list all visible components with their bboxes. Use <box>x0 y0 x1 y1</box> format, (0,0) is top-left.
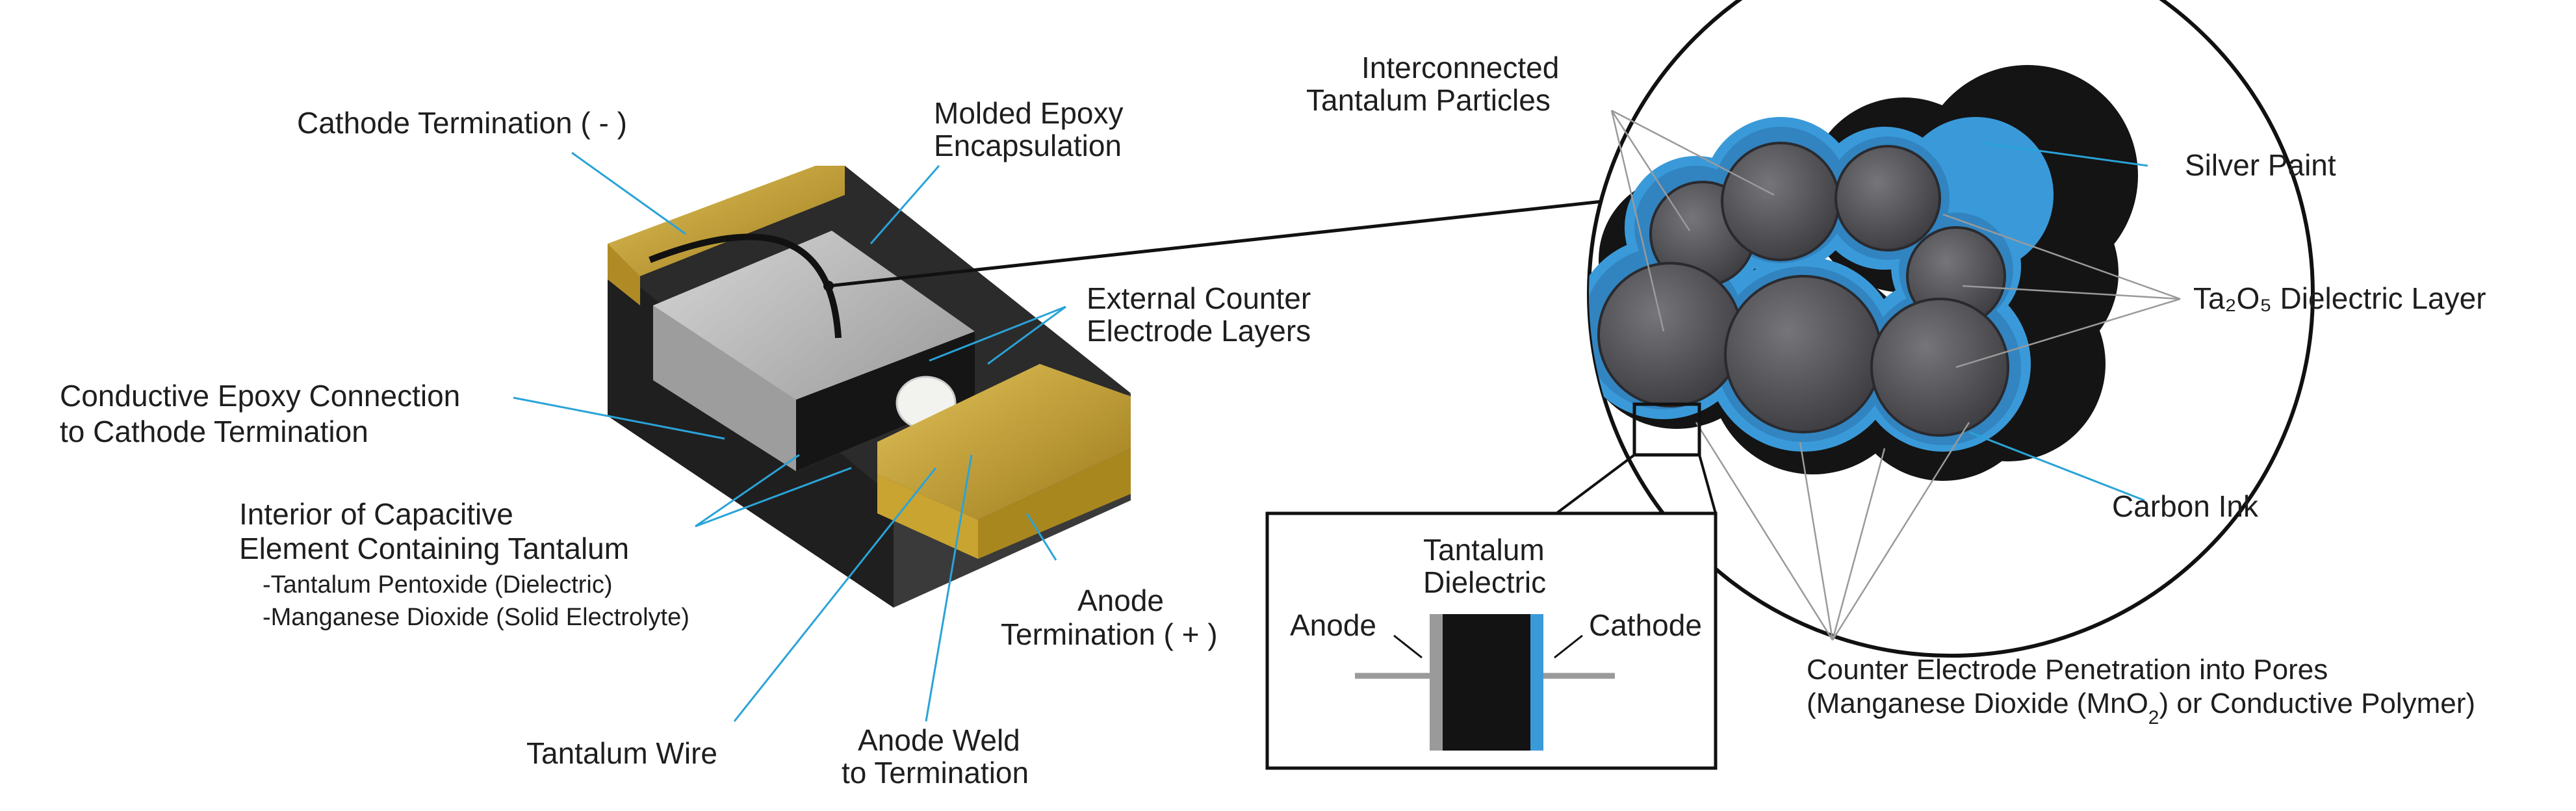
magnify-connector <box>828 200 1603 288</box>
particle <box>1721 142 1840 261</box>
particle <box>1870 298 2009 437</box>
capacitor-leaders <box>513 151 1603 722</box>
label-dielectric-layer: Ta₂O₅ Dielectric Layer <box>2193 281 2486 315</box>
inset-anode-arrow <box>1393 634 1423 659</box>
label-anode-termination-2: Termination ( + ) <box>1001 617 1218 651</box>
label-molded-epoxy-2: Encapsulation <box>934 129 1122 162</box>
capacitive-element-side <box>653 305 796 471</box>
leader-counter-2 <box>1799 441 1834 641</box>
leader-counter-3 <box>1831 448 1886 641</box>
label-interior-2: Element Containing Tantalum <box>239 532 629 565</box>
label-inset-dielectric: Dielectric <box>1423 565 1546 599</box>
zoom-source-box <box>1632 402 1701 457</box>
leader-external-counter-2 <box>987 305 1066 365</box>
cathode-termination-side <box>608 244 640 305</box>
inset-cathode-strip <box>1530 614 1543 751</box>
conductive-strip <box>649 233 842 339</box>
label-external-counter-1: External Counter <box>1087 281 1311 315</box>
anode-termination-front <box>978 448 1131 559</box>
leader-counter-1 <box>1695 422 1834 641</box>
zoom-line-right <box>1698 454 1717 514</box>
leader-anode-termination <box>1025 513 1057 561</box>
labels: Cathode Termination ( - ) Molded Epoxy E… <box>60 51 2486 790</box>
label-anode-termination-1: Anode <box>1077 584 1164 617</box>
label-interconnected-1: Interconnected <box>1361 51 1559 84</box>
leader-external-counter-1 <box>929 305 1066 362</box>
label-tantalum-wire: Tantalum Wire <box>526 736 717 770</box>
leader-interconnected-3 <box>1610 110 1665 332</box>
leader-interior-2 <box>695 467 852 528</box>
leader-anode-weld <box>925 454 973 722</box>
leader-dielectric-3 <box>1955 298 2181 368</box>
label-conductive-epoxy-1: Conductive Epoxy Connection <box>60 379 460 413</box>
label-anode-weld-1: Anode Weld <box>858 723 1020 757</box>
leader-molded-epoxy <box>869 165 940 244</box>
particle <box>1724 275 1883 433</box>
label-cathode-termination: Cathode Termination ( - ) <box>297 106 627 140</box>
label-counter-penetration-1: Counter Electrode Penetration into Pores <box>1807 654 2328 686</box>
label-carbon-ink: Carbon Ink <box>2112 489 2259 523</box>
label-silver-paint: Silver Paint <box>2185 148 2336 182</box>
leader-interior-1 <box>695 454 800 528</box>
leader-interconnected-2 <box>1611 109 1775 196</box>
particle <box>1597 262 1743 407</box>
leader-conductive-epoxy <box>513 396 725 440</box>
leader-carbon-ink <box>1968 431 2145 502</box>
leader-tantalum-wire <box>733 467 937 722</box>
label-inset-tantalum: Tantalum <box>1423 533 1545 567</box>
particle <box>1835 145 1941 251</box>
leader-silver-paint <box>1981 142 2148 167</box>
leader-interconnected-1 <box>1610 110 1691 231</box>
capacitive-element-layers <box>796 331 975 471</box>
inset-tantalum-block <box>1443 614 1530 751</box>
label-interconnected-2: Tantalum Particles <box>1306 83 1551 117</box>
capacitor-cutaway <box>608 166 1131 608</box>
circle-leaders <box>1610 109 2181 641</box>
label-external-counter-2: Electrode Layers <box>1087 314 1311 348</box>
inset-anode-strip <box>1430 614 1443 751</box>
label-inset-anode: Anode <box>1290 608 1376 642</box>
inset-dielectric-detail <box>1265 402 1718 770</box>
tantalum-particles <box>1597 142 2009 437</box>
inset-cathode-arrow <box>1554 634 1583 659</box>
label-interior-1: Interior of Capacitive <box>239 497 513 531</box>
leader-dielectric-2 <box>1962 285 2181 300</box>
anode-termination-lip <box>877 474 978 559</box>
label-inset-cathode: Cathode <box>1589 608 1702 642</box>
leader-dielectric-1 <box>1942 213 2181 300</box>
magnify-connector-dot <box>823 281 834 291</box>
label-counter-penetration-2: (Manganese Dioxide (MnO2) or Conductive … <box>1807 688 2475 728</box>
leader-counter-4 <box>1831 422 1970 641</box>
label-interior-4: -Manganese Dioxide (Solid Electrolyte) <box>263 604 689 631</box>
label-conductive-epoxy-2: to Cathode Termination <box>60 415 368 448</box>
anode-termination <box>877 364 1131 520</box>
label-anode-weld-2: to Termination <box>842 756 1029 790</box>
leader-cathode-termination <box>571 151 686 235</box>
label-molded-epoxy-1: Molded Epoxy <box>934 96 1124 130</box>
label-interior-3: -Tantalum Pentoxide (Dielectric) <box>263 571 613 599</box>
zoom-line-left <box>1555 454 1636 515</box>
